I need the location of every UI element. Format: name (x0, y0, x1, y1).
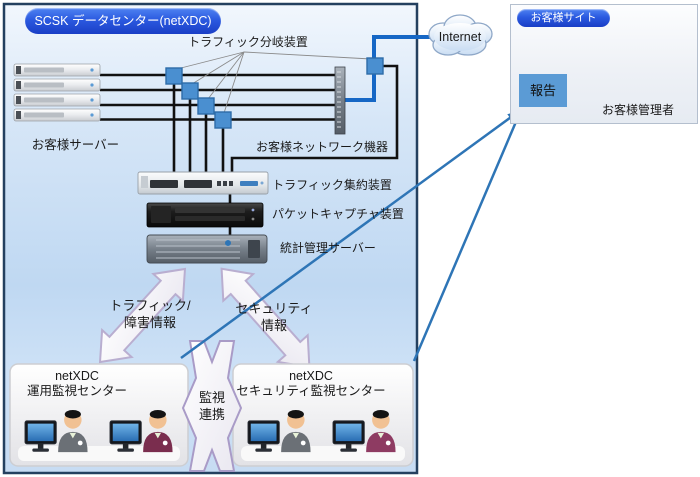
security-flow-line1: セキュリティ (235, 301, 313, 316)
network-equipment-label: お客様ネットワーク機器 (255, 140, 388, 154)
tap-drop-lines (172, 78, 225, 173)
server-icon (13, 63, 101, 122)
traffic-flow-line2: 障害情報 (123, 315, 176, 330)
security-center-label: netXDC セキュリティ監視センター (234, 369, 388, 399)
security-flow-line2: 情報 (260, 318, 287, 333)
monitoring-link-line2: 連携 (198, 407, 225, 422)
ops-center-label: netXDC 運用監視センター (14, 369, 140, 399)
servers-label: お客様サーバー (31, 138, 120, 152)
cloud-icon (428, 14, 493, 56)
report-arrows (180, 108, 523, 362)
aggregator-label: トラフィック集約装置 (272, 178, 392, 192)
report-box: 報告 (519, 74, 567, 107)
aggregator-icon (137, 171, 269, 195)
report-arrow-from-ops (180, 110, 520, 360)
tap-label: トラフィック分岐装置 (188, 35, 308, 49)
datacenter-title-pill: SCSK データセンター(netXDC) (25, 8, 221, 34)
capture-device-icon (146, 202, 264, 228)
monitoring-link-label: 監視 連携 (188, 389, 236, 423)
ops-center-line1: netXDC (55, 369, 99, 383)
monitoring-link-arrow (181, 340, 243, 472)
stats-server-icon (146, 234, 268, 264)
customer-manager-label: お客様管理者 (601, 103, 674, 117)
security-center-line2: セキュリティ監視センター (236, 384, 386, 398)
traffic-flow-label: トラフィック/ 障害情報 (102, 297, 198, 331)
internet-to-aggregator-line (230, 64, 399, 173)
traffic-flow-arrow (98, 267, 187, 364)
customer-site-title-pill: お客様サイト (517, 9, 610, 27)
security-flow-label: セキュリティ 情報 (226, 300, 322, 334)
monitoring-link-line1: 監視 (198, 390, 225, 405)
stats-label: 統計管理サーバー (280, 241, 376, 255)
traffic-flow-line1: トラフィック/ (109, 298, 191, 313)
security-center-line1: netXDC (289, 369, 333, 383)
network-switch-icon (334, 66, 346, 135)
ops-center-line2: 運用監視センター (26, 384, 127, 398)
report-arrow-from-security (412, 108, 523, 362)
traffic-tap-icons (165, 57, 384, 129)
capture-label: パケットキャプチャ装置 (272, 207, 404, 221)
internet-label: Internet (438, 30, 482, 44)
tap-callout-lines (176, 51, 372, 114)
